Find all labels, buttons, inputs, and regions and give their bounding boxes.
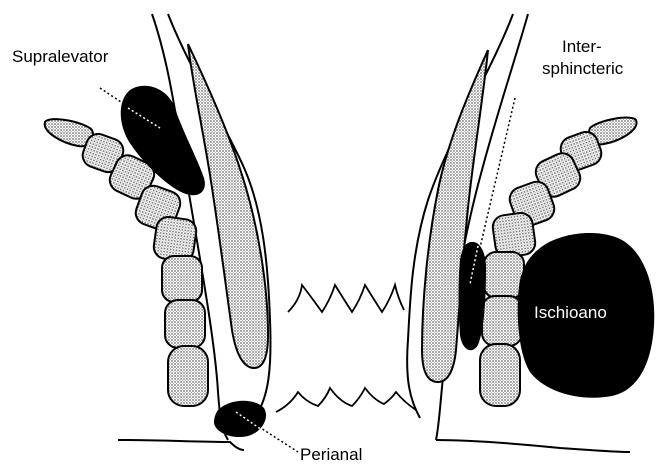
label-intersphincteric-line1: Inter- bbox=[562, 37, 602, 56]
muscle-segment bbox=[165, 300, 205, 348]
perineal-skin-line bbox=[118, 440, 630, 452]
label-intersphincteric-line2: sphincteric bbox=[542, 59, 624, 78]
label-ischioano: Ischioano bbox=[534, 303, 607, 322]
mucosal-folds-lower bbox=[276, 388, 416, 412]
muscle-segment bbox=[480, 344, 520, 406]
muscle-segment bbox=[482, 296, 522, 346]
label-supralevator: Supralevator bbox=[12, 47, 109, 66]
label-perianal: Perianal bbox=[300, 445, 362, 464]
muscle-segment bbox=[168, 346, 208, 406]
perianal-abscess bbox=[214, 401, 266, 437]
mucosal-folds-upper bbox=[288, 285, 404, 312]
muscle-segment bbox=[162, 256, 202, 302]
anal-lumen bbox=[276, 285, 416, 412]
muscle-segment bbox=[484, 252, 524, 298]
